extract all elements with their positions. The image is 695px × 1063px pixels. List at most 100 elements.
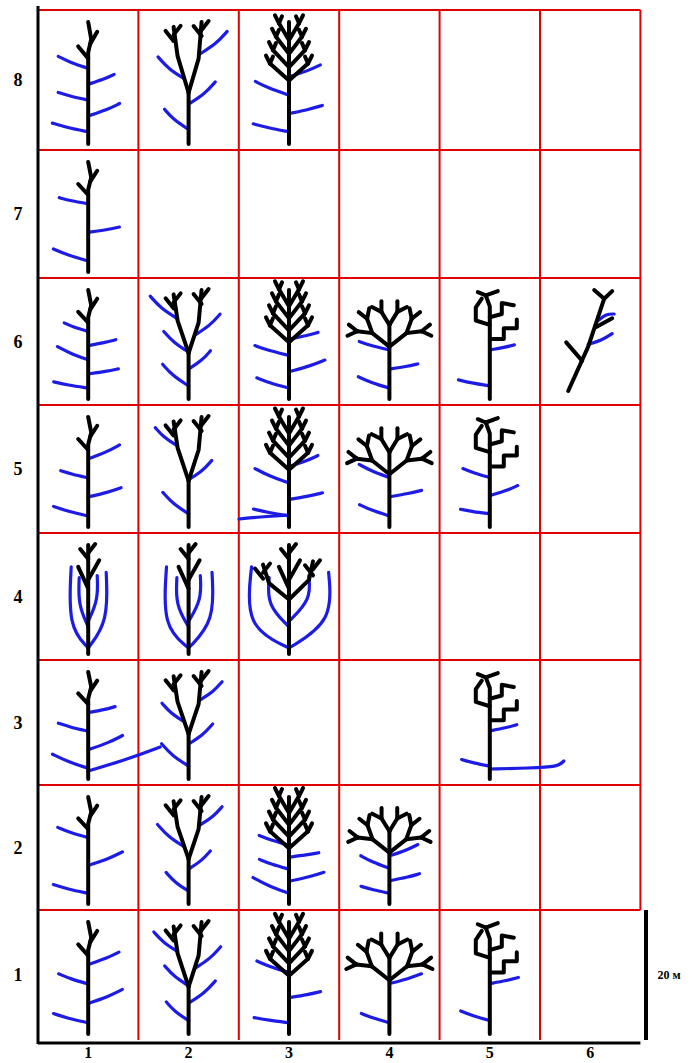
lower-branch (88, 736, 122, 750)
trunk-branch (174, 294, 189, 353)
lower-branch (88, 369, 118, 374)
trunk-branch (187, 93, 191, 144)
lower-branch (289, 493, 323, 500)
tree-sketch (461, 923, 519, 1034)
trunk-branch (379, 428, 383, 439)
lower-branch (461, 509, 490, 513)
lower-branch (57, 347, 88, 360)
trunk-branch (422, 459, 432, 463)
grid-line (137, 10, 139, 1040)
trunk-branch (381, 439, 389, 452)
tree-sketch (54, 922, 123, 1034)
trunk-branch (279, 796, 289, 813)
trunk-branch (566, 342, 582, 361)
row-number: 4 (14, 588, 23, 606)
trunk-branch (174, 421, 189, 480)
column-number: 6 (586, 1045, 594, 1061)
trunk-branch (189, 22, 202, 93)
tree-sketch (158, 21, 227, 144)
trunk-branch (490, 685, 514, 699)
tree-sketch (253, 788, 324, 904)
trunk-branch (276, 927, 279, 934)
trunk-branch (270, 952, 273, 959)
trunk-branch (486, 673, 498, 677)
trunk-branch (296, 915, 299, 922)
row-number: 3 (14, 714, 23, 732)
trunk-branch (486, 418, 498, 422)
tree-sketch (348, 808, 430, 904)
lower-branch (490, 486, 518, 496)
trunk-branch (381, 312, 389, 325)
trunk-branch (490, 319, 517, 339)
lower-branch (289, 872, 324, 881)
trunk-branch (382, 818, 390, 831)
tree-sketch (155, 416, 212, 527)
lower-branch (58, 92, 88, 100)
trunk-branch (486, 928, 490, 1034)
trunk-branch (389, 461, 406, 475)
trunk-branch (490, 935, 514, 950)
trunk-branch (263, 565, 289, 600)
trunk-branch (397, 434, 407, 439)
trunk-branch (289, 796, 299, 813)
lower-branch (88, 340, 116, 346)
tree-sketch (54, 290, 119, 399)
trunk-branch (273, 434, 276, 441)
trunk-branch (202, 671, 209, 680)
trunk-branch (299, 294, 302, 301)
trunk-branch (174, 801, 189, 859)
trunk-branch (86, 545, 90, 654)
trunk-branch (305, 824, 308, 831)
lower-branch (88, 989, 122, 1003)
tree-sketch (52, 22, 119, 144)
trunk-branch (389, 312, 397, 325)
trunk-branch (88, 544, 95, 553)
column-number: 2 (185, 1045, 193, 1061)
lower-branch (88, 227, 119, 232)
lower-branch (490, 977, 519, 983)
lower-branch (70, 567, 88, 648)
trunk-branch (279, 922, 289, 939)
trunk-branch (270, 446, 273, 453)
trunk-branch (289, 23, 299, 40)
lower-branch (88, 104, 119, 116)
lower-branch (88, 747, 160, 771)
trunk-branch (422, 331, 432, 335)
lower-branch (463, 469, 490, 478)
trunk-branch (179, 567, 189, 589)
trunk-branch (397, 814, 406, 819)
tree-sketch (53, 162, 119, 272)
lower-branch (165, 109, 189, 129)
trunk-branch (412, 439, 420, 446)
trunk-branch (423, 964, 433, 969)
trunk-branch (189, 290, 202, 353)
lower-branch (461, 1011, 490, 1021)
lower-branch (59, 974, 89, 984)
trunk-branch (486, 677, 490, 779)
trunk-branch (187, 353, 191, 399)
lower-branch (358, 377, 389, 388)
trunk-branch (296, 410, 299, 417)
trunk-branch (202, 289, 209, 298)
trunk-branch (279, 23, 289, 40)
lower-branch (361, 886, 389, 893)
trunk-branch (299, 927, 302, 934)
trunk-branch (302, 939, 305, 946)
lower-branch (289, 105, 322, 113)
grid-line (439, 10, 441, 1040)
trunk-branch (78, 312, 88, 323)
lower-branch (253, 124, 289, 132)
trunk-branch (490, 430, 514, 444)
lower-branch (163, 492, 189, 513)
trunk-branch (279, 16, 282, 23)
lower-branch (360, 505, 390, 516)
lower-branch (88, 707, 115, 713)
tree-sketch (53, 797, 122, 904)
lower-branch (490, 761, 564, 769)
lower-branch (389, 874, 419, 881)
trunk-branch (379, 933, 383, 944)
lower-branch (54, 1014, 89, 1023)
lower-branch (189, 572, 213, 648)
